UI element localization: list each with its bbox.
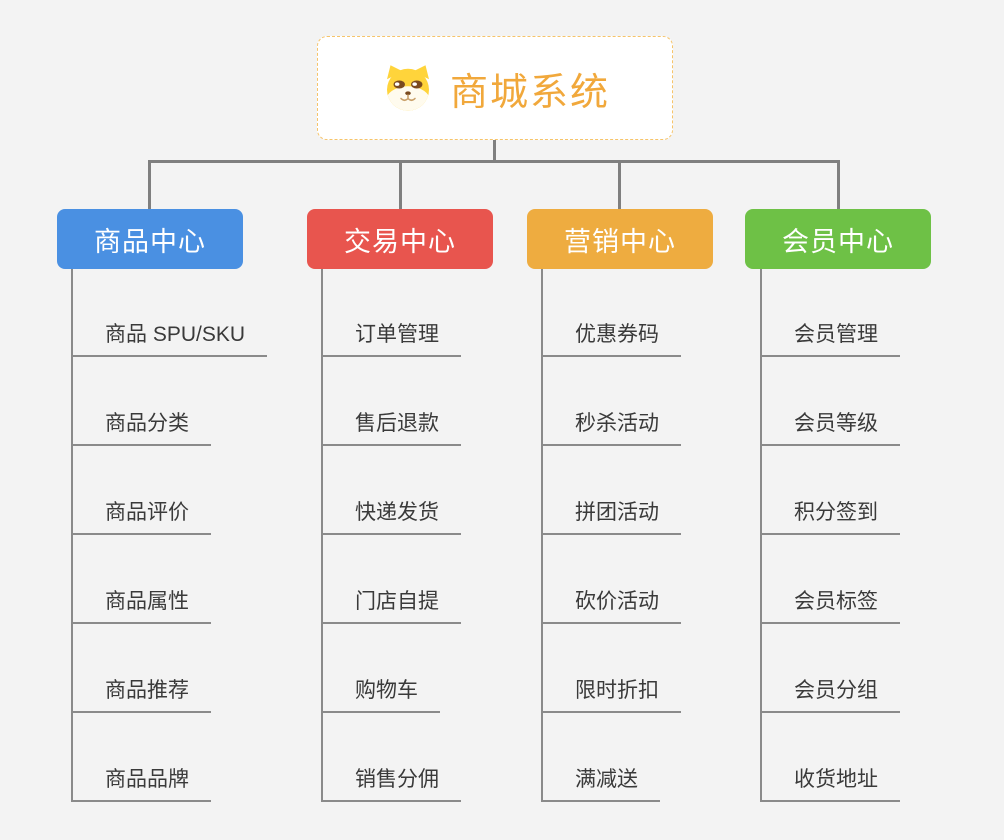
node-item[interactable]: 积分签到 <box>760 500 900 535</box>
node-item[interactable]: 商品属性 <box>71 589 211 624</box>
connector-drop-3 <box>618 160 621 209</box>
node-item[interactable]: 满减送 <box>541 767 660 802</box>
branch-trunk-1 <box>71 269 73 802</box>
node-item[interactable]: 购物车 <box>321 678 440 713</box>
node-item[interactable]: 会员分组 <box>760 678 900 713</box>
connector-drop-2 <box>399 160 402 209</box>
node-item[interactable]: 收货地址 <box>760 767 900 802</box>
connector-drop-4 <box>837 160 840 209</box>
node-item[interactable]: 砍价活动 <box>541 589 681 624</box>
branch-trunk-2 <box>321 269 323 802</box>
branch-header-member-center[interactable]: 会员中心 <box>745 209 931 269</box>
node-item[interactable]: 商品评价 <box>71 500 211 535</box>
root-node[interactable]: 商城系统 <box>317 36 673 140</box>
node-item[interactable]: 会员管理 <box>760 322 900 357</box>
branch-trunk-3 <box>541 269 543 802</box>
node-item[interactable]: 会员标签 <box>760 589 900 624</box>
node-item[interactable]: 快递发货 <box>321 500 461 535</box>
connector-drop-1 <box>148 160 151 209</box>
node-item[interactable]: 会员等级 <box>760 411 900 446</box>
root-title: 商城系统 <box>449 71 610 114</box>
connector-bus <box>148 160 840 163</box>
node-item[interactable]: 销售分佣 <box>321 767 461 802</box>
node-item[interactable]: 商品品牌 <box>71 767 211 802</box>
branch-trunk-4 <box>760 269 762 802</box>
node-item[interactable]: 秒杀活动 <box>541 411 681 446</box>
branch-header-product-center[interactable]: 商品中心 <box>57 209 243 269</box>
node-item[interactable]: 商品 SPU/SKU <box>71 322 268 357</box>
node-item[interactable]: 限时折扣 <box>541 678 681 713</box>
node-item[interactable]: 商品分类 <box>71 411 211 446</box>
node-item[interactable]: 商品推荐 <box>71 678 211 713</box>
connector-root-drop <box>493 140 496 162</box>
branch-header-trade-center[interactable]: 交易中心 <box>307 209 493 269</box>
node-item[interactable]: 拼团活动 <box>541 500 681 535</box>
shiba-dog-icon <box>380 63 436 113</box>
node-item[interactable]: 售后退款 <box>321 411 461 446</box>
node-item[interactable]: 优惠券码 <box>541 322 681 357</box>
branch-header-marketing-center[interactable]: 营销中心 <box>527 209 713 269</box>
node-item[interactable]: 门店自提 <box>321 589 461 624</box>
node-item[interactable]: 订单管理 <box>321 322 461 357</box>
